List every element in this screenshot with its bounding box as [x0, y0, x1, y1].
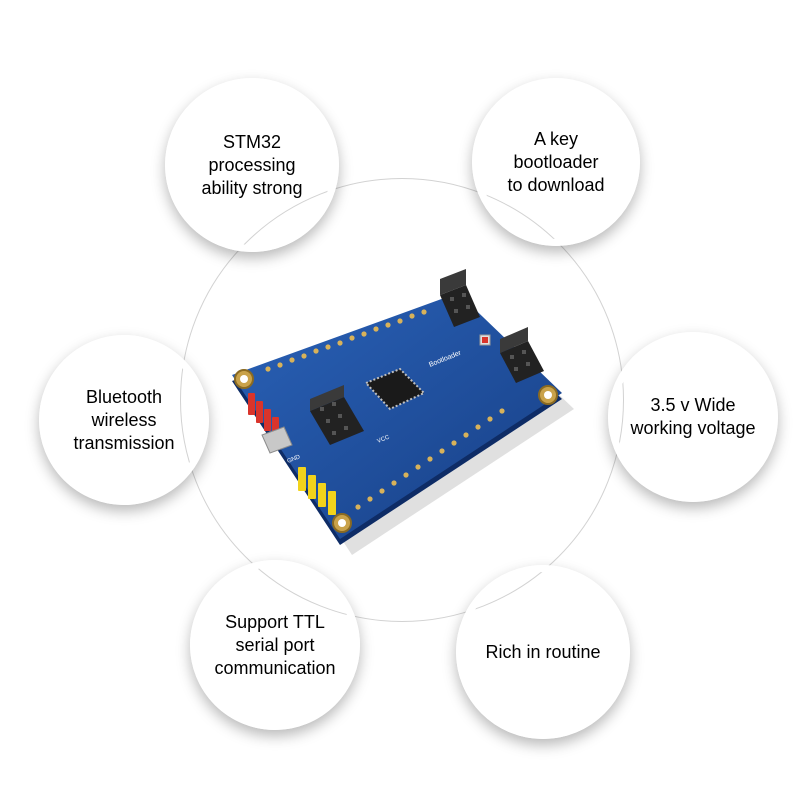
feature-bubble-bluetooth: Bluetooth wireless transmission — [39, 335, 209, 505]
micro-usb-port — [261, 426, 293, 454]
feature-bubble-voltage: 3.5 v Wide working voltage — [608, 332, 778, 502]
female-header-right — [500, 327, 544, 383]
feature-bubble-stm32: STM32 processing ability strong — [165, 78, 339, 252]
feature-text: Support TTL serial port communication — [214, 611, 336, 678]
female-header-top-right — [440, 269, 480, 327]
stm32-dev-board-image: Bootloader GND VCC — [232, 269, 574, 555]
feature-bubble-bootloader: A key bootloader to download — [472, 78, 640, 246]
mcu-chip — [366, 369, 424, 409]
red-pin-header — [248, 393, 279, 439]
feature-bubble-ttl-serial: Support TTL serial port communication — [190, 560, 360, 730]
pad-row-bottom — [355, 408, 505, 510]
silkscreen-gnd: GND — [287, 454, 302, 465]
feature-text: Rich in routine — [485, 641, 601, 662]
feature-text: Bluetooth wireless transmission — [73, 386, 175, 453]
feature-text: STM32 processing ability strong — [201, 131, 303, 198]
feature-text: 3.5 v Wide working voltage — [630, 395, 756, 438]
silkscreen-vcc: VCC — [377, 434, 392, 445]
pad-row-top — [265, 309, 427, 372]
female-header-left — [310, 385, 364, 445]
yellow-pin-header — [298, 467, 336, 515]
feature-bubble-routine: Rich in routine — [456, 565, 630, 739]
feature-text: A key bootloader to download — [507, 128, 605, 195]
